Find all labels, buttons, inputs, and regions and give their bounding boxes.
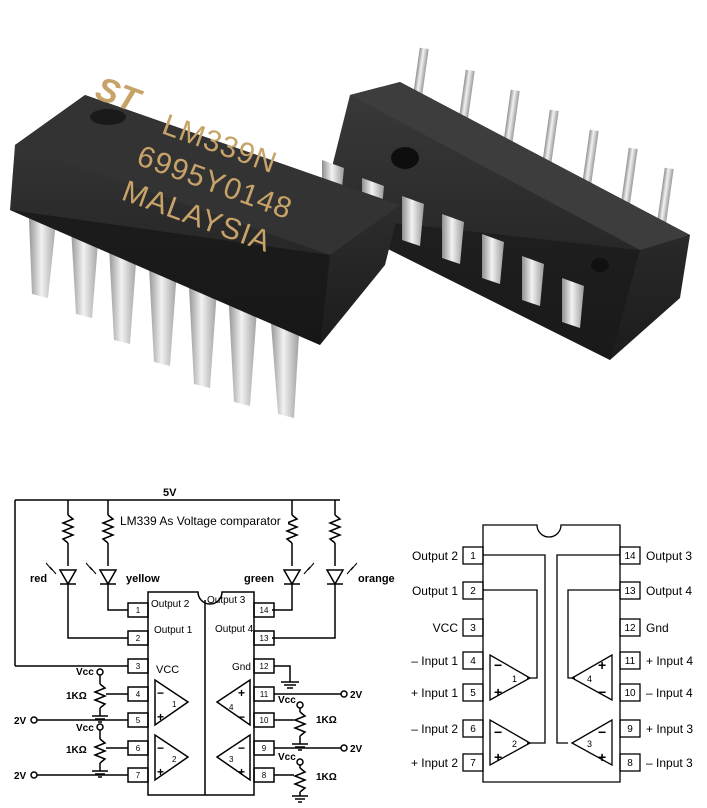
svg-text:+: + (598, 749, 606, 765)
circuit-pin-4: 4 (136, 690, 141, 699)
title-bg (118, 513, 288, 529)
svg-text:−: − (238, 710, 245, 724)
svg-text:−: − (598, 684, 606, 700)
chip-label-output4: Output 4 (215, 624, 254, 635)
pinout-label-plus-input2: + Input 2 (411, 756, 458, 770)
resistor-label-4: 1KΩ (316, 772, 337, 783)
pinout-label-vcc: VCC (433, 621, 459, 635)
pinout-label-output3: Output 3 (646, 549, 692, 563)
circuit-pin-5: 5 (136, 716, 141, 725)
led-light-arrows (45, 562, 358, 575)
chip-label-output1: Output 1 (154, 625, 193, 636)
pinout-comparator-3: 3 (587, 739, 592, 749)
circuit-pin-2: 2 (136, 634, 141, 643)
supply-label: 5V (163, 487, 177, 499)
vcc-label-3: Vcc (278, 695, 296, 706)
voltage-label-4: 2V (350, 744, 363, 755)
pinout-label-minus-input1: – Input 1 (411, 654, 458, 668)
circuit-pin-7: 7 (136, 771, 141, 780)
svg-text:+: + (157, 765, 164, 779)
circuit-pin-13: 13 (260, 634, 269, 643)
pinout-label-minus-input4: – Input 4 (646, 686, 693, 700)
pinout-label-minus-input2: – Input 2 (411, 722, 458, 736)
pinout-pin-8: 8 (627, 758, 633, 769)
circuit-pin-6: 6 (136, 744, 141, 753)
svg-text:−: − (157, 686, 164, 700)
terminals (30, 668, 348, 779)
pinout-label-plus-input3: + Input 3 (646, 722, 693, 736)
pinout-label-output4: Output 4 (646, 584, 692, 598)
svg-text:+: + (238, 686, 245, 700)
circuit-pin-9: 9 (262, 744, 267, 753)
circuit-pin-12: 12 (260, 662, 269, 671)
chip-label-vcc: VCC (156, 664, 179, 676)
circuit-comparator-3: 3 (229, 755, 234, 764)
circuit-pin-1: 1 (136, 606, 141, 615)
circuit-pin-8: 8 (262, 771, 267, 780)
svg-text:+: + (494, 749, 502, 765)
vcc-label-2: Vcc (76, 723, 94, 734)
led-label-yellow: yellow (126, 573, 160, 585)
pinout-label-plus-input1: + Input 1 (411, 686, 458, 700)
voltage-label-2: 2V (14, 771, 27, 782)
pinout-label-gnd: Gnd (646, 621, 669, 635)
pinout-pin-3: 3 (470, 623, 476, 634)
pinout-pin-5: 5 (470, 688, 476, 699)
led-label-orange: orange (358, 573, 395, 585)
resistor-label-2: 1KΩ (66, 745, 87, 756)
chip-front (10, 95, 400, 418)
circuit-title: LM339 As Voltage comparator (120, 514, 281, 528)
svg-text:−: − (238, 741, 245, 755)
chip-photo: ST LM339N 6995Y0148 MALAYSIA (10, 47, 690, 418)
circuit-comparator-4: 4 (229, 703, 234, 712)
pinout-label-output2: Output 2 (412, 549, 458, 563)
pinout-pin-11: 11 (625, 656, 636, 667)
led-label-green: green (244, 573, 274, 585)
pinout-pin-7: 7 (470, 758, 476, 769)
pinout-pin-9: 9 (627, 724, 633, 735)
pinout-label-output1: Output 1 (412, 584, 458, 598)
voltage-label-3: 2V (350, 690, 363, 701)
pinout-comparator-4: 4 (587, 674, 592, 684)
svg-text:−: − (494, 657, 502, 673)
pinout-pin-6: 6 (470, 724, 476, 735)
circuit-pin-11: 11 (260, 690, 269, 699)
pinout-pin-14: 14 (624, 551, 636, 562)
chip-label-output2: Output 2 (151, 599, 190, 610)
pinout-pin-4: 4 (470, 656, 476, 667)
circuit-pin-14: 14 (260, 606, 269, 615)
pinout-comparator-2: 2 (512, 739, 517, 749)
svg-text:+: + (494, 684, 502, 700)
vcc-label-1: Vcc (76, 667, 94, 678)
svg-text:−: − (494, 724, 502, 740)
circuit-pin-3: 3 (136, 662, 141, 671)
resistor-label-3: 1KΩ (316, 715, 337, 726)
led-label-red: red (30, 573, 47, 585)
resistor-label-1: 1KΩ (66, 691, 87, 702)
svg-text:−: − (157, 741, 164, 755)
pinout-label-minus-input3: – Input 3 (646, 756, 693, 770)
circuit-comparator-2: 2 (172, 755, 177, 764)
voltage-label-1: 2V (14, 716, 27, 727)
svg-text:+: + (598, 657, 606, 673)
chip-back (320, 47, 690, 360)
chip-label-output3: Output 3 (207, 595, 246, 606)
svg-text:+: + (238, 765, 245, 779)
circuit-comparator-1: 1 (172, 700, 177, 709)
pinout-label-plus-input4: + Input 4 (646, 654, 693, 668)
vcc-label-4: Vcc (278, 752, 296, 763)
pinout-pin-13: 13 (624, 586, 636, 597)
pinout-pin-2: 2 (470, 586, 476, 597)
pinout-pin-10: 10 (624, 688, 636, 699)
pinout-pin-12: 12 (624, 623, 636, 634)
pinout-pin-1: 1 (470, 551, 476, 562)
circuit-pin-10: 10 (260, 716, 269, 725)
svg-text:−: − (598, 724, 606, 740)
svg-text:+: + (157, 710, 164, 724)
chip-back-far-pins (410, 47, 674, 237)
chip-label-gnd: Gnd (232, 662, 251, 673)
pinout-comparator-1: 1 (512, 674, 517, 684)
